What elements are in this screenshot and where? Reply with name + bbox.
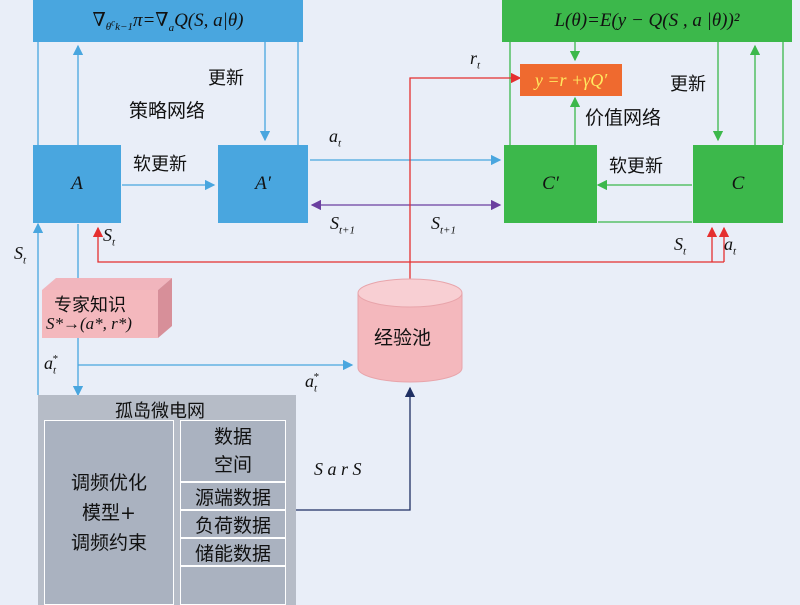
value-loss-box: L(θ)=E(y − Q(S , a |θ))²	[502, 0, 792, 42]
policy-gradient-box: ∇θck−1π=∇aQ(S, a|θ)	[33, 0, 303, 42]
soft-update-label-right: 软更新	[609, 156, 663, 177]
target-formula-box: y =r +γQ′	[520, 64, 622, 96]
island-microgrid-title: 孤岛微电网	[115, 401, 205, 422]
label-st1-left: St+1	[330, 213, 355, 237]
value-loss-formula: L(θ)=E(y − Q(S , a |θ))²	[554, 10, 740, 31]
pi-eq: π=∇	[132, 9, 169, 31]
target-formula: y =r +γQ′	[534, 69, 608, 90]
model-block: 调频优化 模型+ 调频约束	[44, 420, 174, 605]
expert-knowledge-box	[42, 278, 172, 338]
node-C: C	[693, 145, 783, 223]
update-label-left: 更新	[208, 68, 244, 89]
storage-data-cell: 储能数据	[180, 538, 286, 566]
soft-update-label-left: 软更新	[133, 154, 187, 175]
arrow-rt	[409, 72, 522, 285]
update-label-right: 更新	[670, 74, 706, 95]
replay-pool-label: 经验池	[374, 327, 432, 349]
label-st-left: St	[14, 243, 27, 267]
k-sub: k−1	[115, 21, 133, 34]
transition-label: S a r S	[314, 459, 362, 479]
load-data-cell: 负荷数据	[180, 510, 286, 538]
label-at-top: at	[329, 126, 342, 150]
nabla-symbol: ∇	[92, 9, 106, 31]
label-astar-right: at*	[305, 371, 319, 395]
expert-title: 专家知识	[54, 295, 126, 316]
a-sub: a	[168, 21, 175, 34]
label-st-under-a: St	[103, 225, 116, 249]
q-term: Q(S, a|θ)	[174, 9, 244, 31]
policy-gradient-formula: ∇θck−1π=∇aQ(S, a|θ)	[92, 9, 243, 34]
source-data-cell: 源端数据	[180, 482, 286, 510]
label-st-right: St	[674, 234, 687, 258]
label-at-right: at	[724, 234, 737, 258]
node-C-prime: C′	[504, 145, 597, 223]
node-A: A	[33, 145, 121, 223]
theta-sub: θ	[105, 21, 112, 34]
arrow-data-to-pool	[290, 386, 416, 511]
policy-network-label: 策略网络	[129, 100, 206, 122]
c-sup: c	[111, 17, 116, 28]
data-space-cell: 数据 空间	[180, 420, 286, 482]
replay-pool-cylinder	[357, 278, 463, 383]
expert-mapping: S*→(a*, r*)	[46, 314, 132, 333]
node-A-prime: A′	[218, 145, 308, 223]
label-rt: rt	[470, 48, 481, 72]
label-astar-left: at*	[44, 353, 58, 377]
value-network-label: 价值网络	[585, 107, 662, 129]
label-st1-right: St+1	[431, 213, 456, 237]
empty-data-cell	[180, 566, 286, 605]
arrow-st-to-a	[92, 226, 724, 263]
